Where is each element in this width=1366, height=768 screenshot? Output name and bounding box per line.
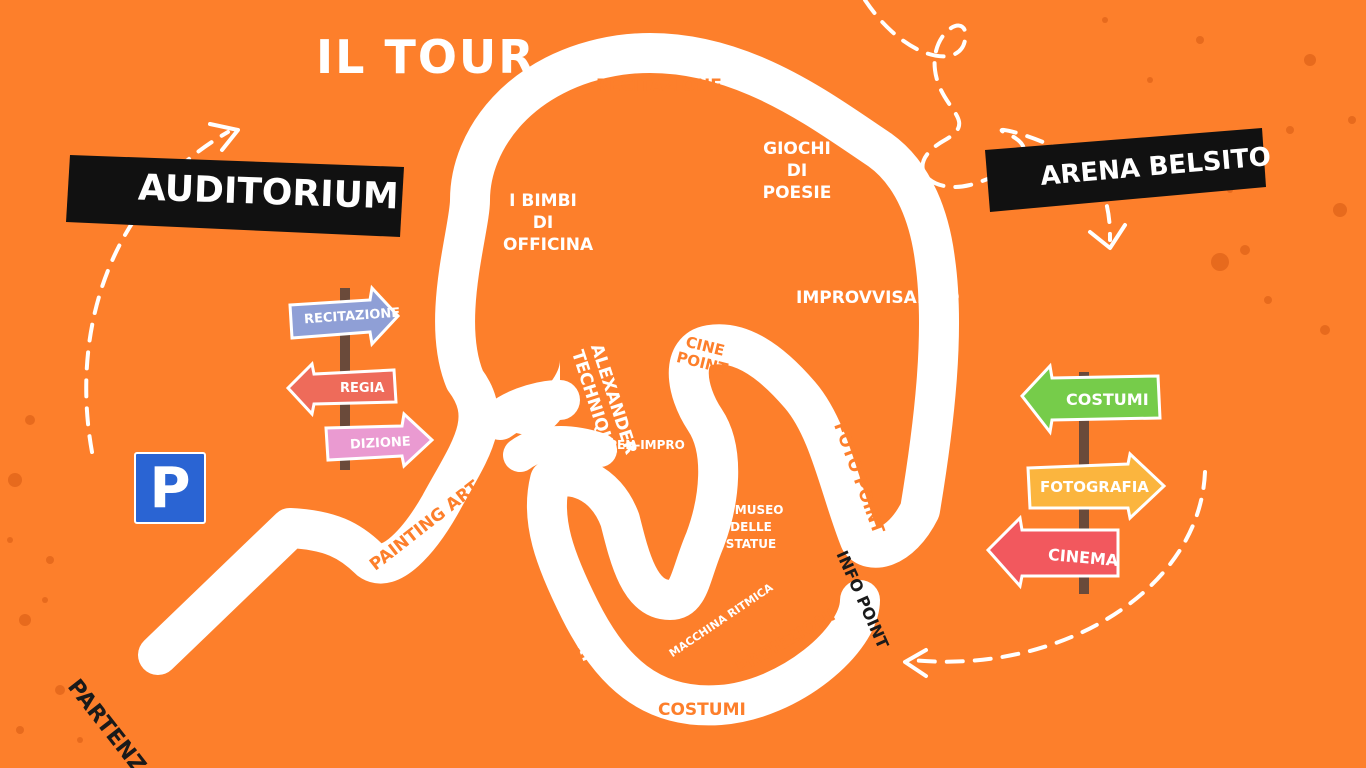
- label-giochi-di-poesie[interactable]: GIOCHI DI POESIE: [762, 139, 832, 203]
- sign-fotografia[interactable]: FOTOGRAFIA: [1040, 478, 1149, 496]
- label-costumi[interactable]: COSTUMI: [658, 700, 746, 720]
- banner-arena-bg: [985, 128, 1266, 212]
- label-open-impro[interactable]: OPEN-IMPRO: [598, 438, 685, 452]
- sign-dizione[interactable]: DIZIONE: [349, 434, 412, 453]
- label-improvvisando[interactable]: IMPROVVISANDO: [796, 288, 960, 308]
- sign-regia[interactable]: REGIA: [340, 381, 385, 396]
- banner-auditorium-bg: [66, 155, 404, 237]
- label-recitazione[interactable]: RECITAZIONE: [596, 76, 722, 96]
- label-museo-delle-statue[interactable]: IL MUSEO DELLE STATUE: [718, 503, 784, 551]
- parking-sign: P: [134, 452, 206, 524]
- page-title: IL TOUR: [316, 30, 536, 84]
- arrow-heads: [208, 122, 1127, 678]
- sign-costumi[interactable]: COSTUMI: [1066, 390, 1149, 409]
- paint-splatter: [7, 17, 1356, 743]
- label-bimbi-di-officina[interactable]: I BIMBI DI OFFICINA: [503, 191, 594, 255]
